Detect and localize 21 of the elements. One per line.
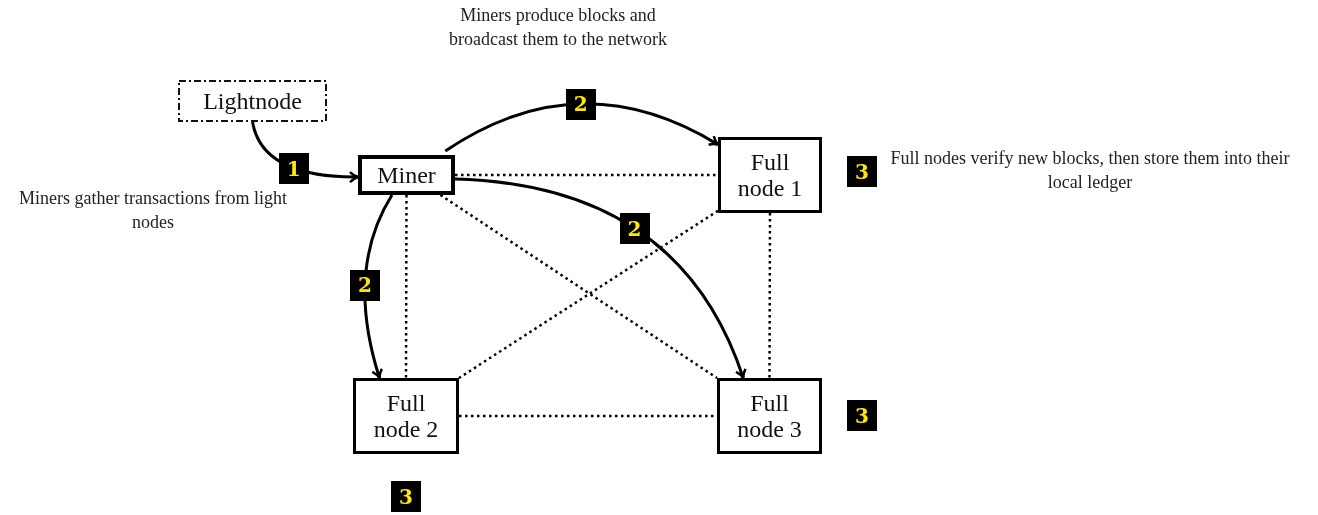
step-badge: 3 <box>847 156 877 187</box>
step-badge: 2 <box>619 213 650 245</box>
step-badge: 3 <box>391 481 421 512</box>
caption-text: Full nodes verify new blocks, then store them into their local ledger <box>889 147 1291 195</box>
dotted-connector <box>404 195 408 378</box>
caption-text: Miners gather transactions from light nodes <box>18 187 288 235</box>
dotted-connector <box>459 414 717 418</box>
dotted-connector <box>455 173 718 177</box>
dotted-connector <box>768 213 772 378</box>
node-box: Full node 2 <box>353 378 459 454</box>
caption-text: Miners produce blocks and broadcast them to the network <box>448 4 668 52</box>
node-box: Full node 3 <box>717 378 822 454</box>
step-badge: 2 <box>350 269 380 301</box>
step-badge: 3 <box>847 400 877 431</box>
step-badge: 1 <box>278 153 309 185</box>
node-box: Lightnode <box>178 80 327 122</box>
step-badge: 2 <box>565 88 596 120</box>
dotted-connector <box>439 193 718 380</box>
dotted-connector <box>458 209 719 380</box>
node-box: Full node 1 <box>718 137 822 213</box>
node-box: Miner <box>358 155 455 195</box>
